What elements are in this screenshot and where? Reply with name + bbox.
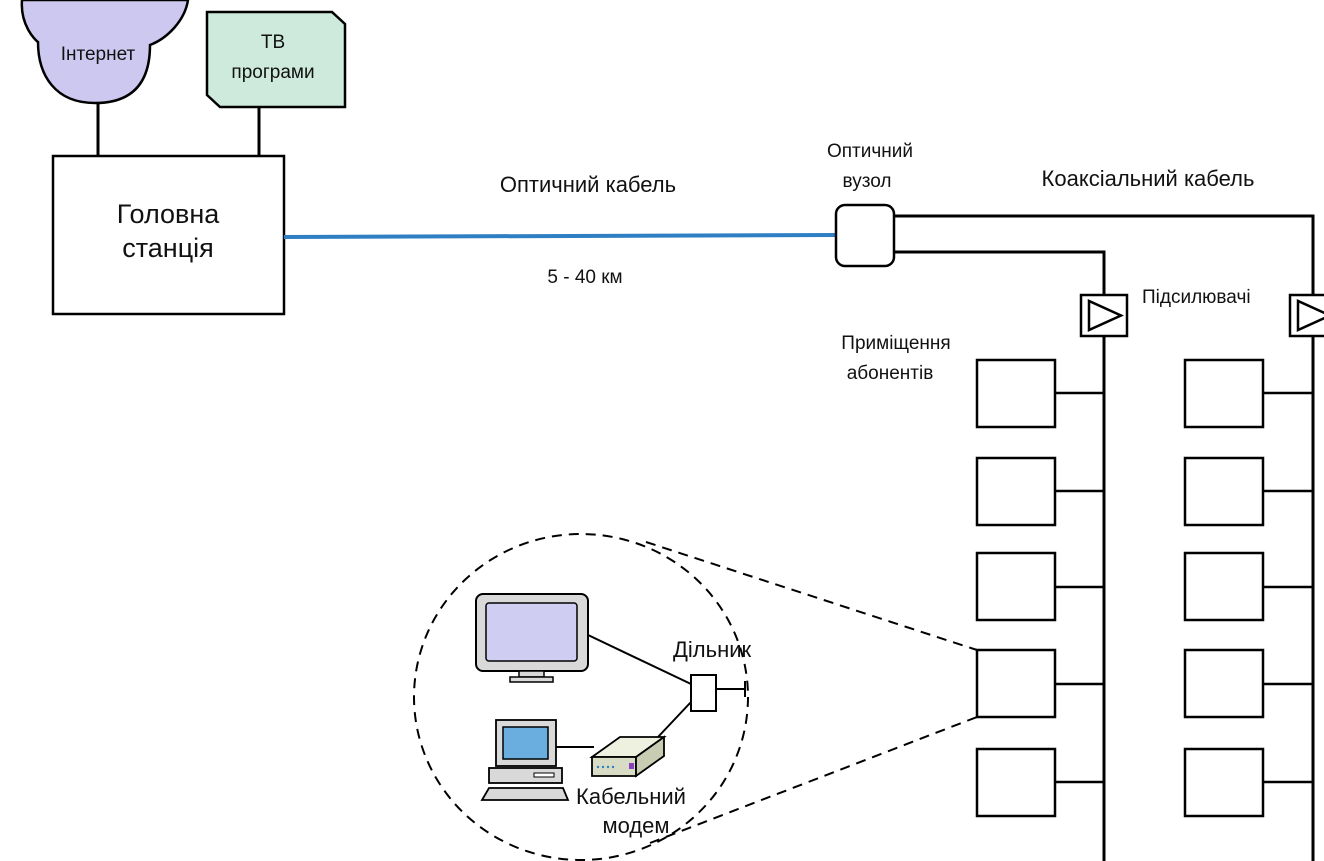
zoom-callout <box>413 533 978 861</box>
tv-label-line2: програми <box>231 62 314 83</box>
tv-programs-box: ТВ програми <box>205 10 347 109</box>
premises-label-line2: абонентів <box>847 363 934 384</box>
premise-box <box>975 456 1057 527</box>
subscriber-wiring <box>556 634 746 748</box>
modem-label-line2: модем <box>602 813 669 838</box>
modem-label-line1: Кабельний <box>576 784 686 809</box>
fiber-cable-label: Оптичний кабель <box>500 172 676 197</box>
premise-box <box>1183 456 1265 527</box>
headend-station: Головна станція <box>51 154 286 316</box>
cable-modem-icon <box>589 735 667 778</box>
premises-label-line1: Приміщення <box>841 333 950 354</box>
computer-icon <box>480 719 570 801</box>
headend-label-line1: Головна <box>117 199 221 229</box>
premise-box <box>1183 358 1265 429</box>
optical-node <box>834 203 896 268</box>
tv-label-line1: ТВ <box>261 32 285 53</box>
splitter-icon <box>690 674 717 712</box>
headend-label-line2: станція <box>122 233 214 263</box>
amplifiers-label: Підсилювачі <box>1142 287 1251 308</box>
premise-box <box>1183 551 1265 622</box>
premise-box <box>975 648 1057 719</box>
coax-cable-label: Коаксіальний кабель <box>1042 166 1255 191</box>
internet-cloud: Інтернет <box>20 0 190 105</box>
premise-box <box>975 551 1057 622</box>
premise-box <box>1183 747 1265 818</box>
fiber-distance-label: 5 - 40 км <box>547 267 622 288</box>
premise-box <box>975 747 1057 818</box>
premise-box <box>1183 648 1265 719</box>
premise-box <box>975 358 1057 429</box>
splitter-label: Дільник <box>673 637 752 662</box>
internet-label: Інтернет <box>61 44 136 65</box>
fiber-cable <box>283 233 837 239</box>
premises-column-2 <box>1183 358 1313 818</box>
amplifier-1 <box>1079 293 1129 338</box>
premises-column-1 <box>975 358 1104 818</box>
tv-set-icon <box>475 593 589 683</box>
optical-node-label-line1: Оптичний <box>827 141 913 162</box>
coax-cable-lines <box>894 214 1315 861</box>
amplifier-2 <box>1288 293 1324 338</box>
optical-node-label-line2: вузол <box>843 171 892 192</box>
